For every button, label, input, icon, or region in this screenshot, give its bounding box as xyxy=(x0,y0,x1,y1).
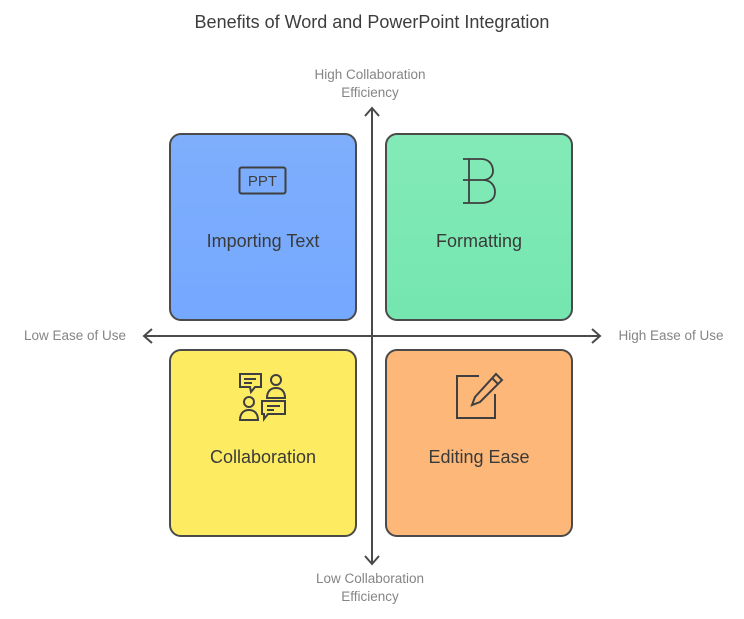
axis-label-right: High Ease of Use xyxy=(618,328,724,343)
arrow-left-icon xyxy=(142,328,153,344)
quadrant-collaboration: Collaboration xyxy=(169,349,357,537)
axis-label-bottom: Low Collaboration Efficiency xyxy=(315,571,425,604)
bold-b-icon xyxy=(463,158,496,204)
edit-pencil-icon xyxy=(456,372,504,419)
diagram-title: Benefits of Word and PowerPoint Integrat… xyxy=(194,12,550,32)
quadrant-label: Importing Text xyxy=(206,231,320,251)
axis-label-top: High Collaboration Efficiency xyxy=(314,67,426,100)
axis-label-left: Low Ease of Use xyxy=(23,328,127,343)
collaboration-chat-icon xyxy=(238,373,287,422)
ppt-icon: PPT xyxy=(238,166,287,195)
quadrant-label: Formatting xyxy=(435,231,523,251)
quadrant-label: Collaboration xyxy=(209,447,317,467)
quadrant-label: Editing Ease xyxy=(428,447,530,467)
quadrant-formatting: Formatting xyxy=(385,133,573,321)
arrow-down-icon xyxy=(364,555,380,566)
svg-text:PPT: PPT xyxy=(248,173,277,190)
arrow-up-icon xyxy=(364,106,380,117)
quadrant-editing-ease: Editing Ease xyxy=(385,349,573,537)
quadrant-importing-text: PPT Importing Text xyxy=(169,133,357,321)
arrow-right-icon xyxy=(591,328,602,344)
